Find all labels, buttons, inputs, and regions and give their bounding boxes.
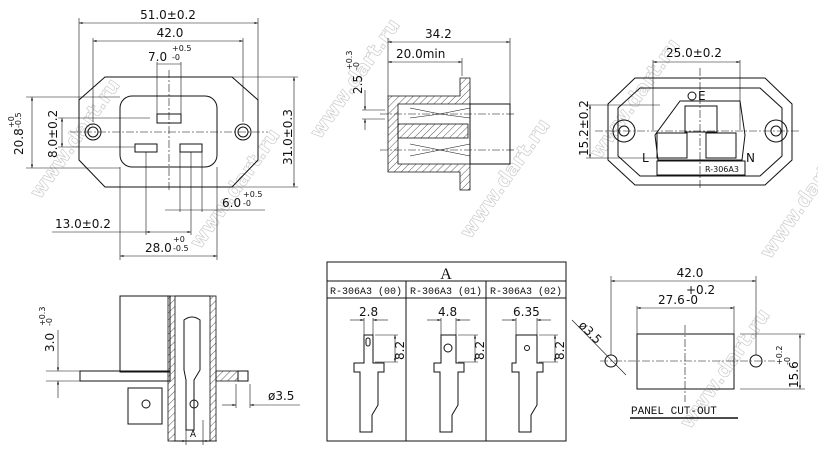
line-terminal xyxy=(656,132,688,159)
dim-terminal-length: 8.2 xyxy=(473,341,487,360)
tol-minus: -0 xyxy=(783,357,792,365)
tol-minus: -0 xyxy=(172,53,180,62)
terminal-01: 4.8 8.2 xyxy=(427,305,487,433)
dim-rear-height: 15.2±0.2 xyxy=(577,100,591,156)
dim-terminal-length: 8.2 xyxy=(553,341,567,360)
neutral-label: N xyxy=(746,151,755,165)
rear-view: 25.0±0.2 15.2±0.2 E L N R-306A3 xyxy=(577,46,800,190)
tol-plus: +0.3 xyxy=(38,307,47,326)
tol-minus: -0 xyxy=(243,199,251,208)
dim-terminal-length: 8.2 xyxy=(393,341,407,360)
tol-plus: +0.5 xyxy=(243,190,262,199)
front-view: 51.0±0.2 42.0 7.0 +0.5 -0 20.8 +0 -0.5 8… xyxy=(7,8,298,260)
dim-terminal-width: 2.8 xyxy=(359,305,378,319)
dim-overall-width: 51.0±0.2 xyxy=(140,8,196,22)
tol-plus: +0 xyxy=(173,235,185,244)
tol-plus: +0.5 xyxy=(172,44,191,53)
dim-overall-height: 31.0±0.3 xyxy=(281,109,295,165)
model-label: R-306A3 xyxy=(705,165,739,174)
dim-overall-depth: 34.2 xyxy=(425,27,452,41)
tol-plus: +0.2 xyxy=(686,283,715,297)
model-plate xyxy=(656,160,746,176)
cutout-rect xyxy=(636,333,735,390)
socket-opening xyxy=(119,95,218,168)
dim-min-depth: 20.0min xyxy=(396,47,445,61)
dim-inner-width: 28.0 xyxy=(145,241,172,255)
earth-symbol-icon xyxy=(687,91,697,101)
dim-cutout-hole-diameter: ø3.5 xyxy=(576,318,605,347)
watermark: www.dart.ru xyxy=(754,134,818,263)
table-header-model: R-306A3 (00) xyxy=(330,286,402,298)
neutral-slot xyxy=(179,143,203,153)
watermark: www.dart.ru xyxy=(24,74,124,203)
dim-cutout-height: 15.6 xyxy=(787,361,801,388)
earth-label: E xyxy=(698,89,706,103)
dim-hole-diameter: ø3.5 xyxy=(268,389,294,403)
dim-flange-thickness: 2.5 xyxy=(351,75,365,94)
earth-terminal xyxy=(684,105,718,133)
dim-top-slot-width: 7.0 xyxy=(148,50,167,64)
dim-slot-width: 6.0 xyxy=(222,196,241,210)
dim-terminal-width: 6.35 xyxy=(513,305,540,319)
terminal-02: 6.35 8.2 xyxy=(502,305,567,433)
tol-plus: +0 xyxy=(7,116,16,128)
detail-a-label: A xyxy=(190,430,196,441)
tol-minus: -0.5 xyxy=(173,244,189,253)
tol-minus: -0 xyxy=(45,318,54,326)
terminal-table: A R-306A3 (00) R-306A3 (01) R-306A3 (02)… xyxy=(326,261,567,442)
panel-cutout-caption: PANEL CUT-OUT xyxy=(631,406,717,418)
dim-pin-spacing: 13.0±0.2 xyxy=(55,217,111,231)
bottom-view: 3.0 +0.3 -0 ø3.5 A xyxy=(38,295,300,445)
table-header-model: R-306A3 (02) xyxy=(490,286,562,298)
dim-rear-hole-spacing: 25.0±0.2 xyxy=(666,46,722,60)
table-title: A xyxy=(440,266,452,283)
table-header-model: R-306A3 (01) xyxy=(410,286,482,298)
dim-cutout-width: 27.6 xyxy=(658,293,685,307)
terminal-00: 2.8 8.2 xyxy=(350,305,407,433)
dim-slot-spacing: 8.0±0.2 xyxy=(46,110,60,158)
panel-cutout-view: 42.0 27.6 +0.2 -0 15.6 +0.2 -0 ø3.5 PANE… xyxy=(571,266,805,419)
tol-minus: -0 xyxy=(686,293,698,307)
dim-terminal-width: 4.8 xyxy=(438,305,457,319)
dim-hole-spacing: 42.0 xyxy=(157,26,184,40)
tol-plus: +0.3 xyxy=(345,51,354,70)
dim-inner-height: 20.8 xyxy=(12,128,26,155)
tol-minus: -0.5 xyxy=(14,112,23,128)
neutral-terminal xyxy=(705,132,737,159)
side-section-view: 34.2 20.0min 2.5 +0.3 -0 xyxy=(345,27,515,191)
line-slot xyxy=(134,143,158,153)
tol-plus: +0.2 xyxy=(775,346,784,365)
dim-cutout-hole-spacing: 42.0 xyxy=(677,266,704,280)
line-label: L xyxy=(642,151,649,165)
dim-plate-thickness: 3.0 xyxy=(43,333,57,352)
tol-minus: -0 xyxy=(352,62,361,70)
watermark: www.dart.ru xyxy=(184,124,284,253)
